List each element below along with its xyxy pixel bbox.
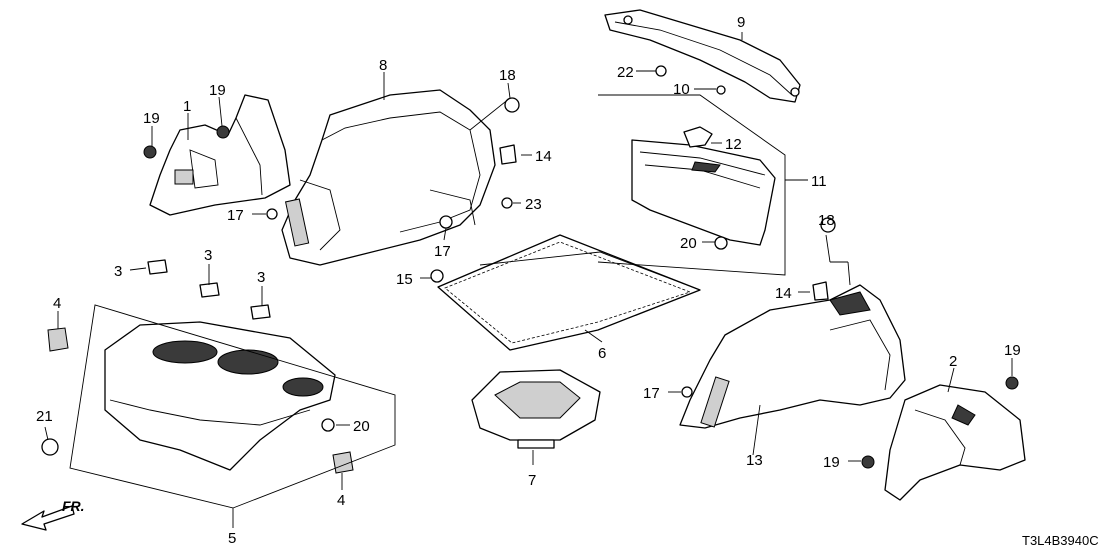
callout-19: 19 bbox=[209, 82, 226, 99]
leader-lines bbox=[44, 32, 1013, 528]
callout-19: 19 bbox=[1004, 342, 1021, 359]
callout-17: 17 bbox=[227, 207, 244, 224]
diagram-code: T3L4B3940C bbox=[1022, 533, 1099, 548]
callout-17: 17 bbox=[434, 243, 451, 260]
callout-8: 8 bbox=[379, 57, 387, 74]
part-2-lining bbox=[884, 384, 1026, 501]
callout-13: 13 bbox=[746, 452, 763, 469]
callout-14: 14 bbox=[535, 148, 552, 165]
part-1-lining bbox=[149, 94, 291, 216]
callout-18: 18 bbox=[499, 67, 516, 84]
front-indicator-label: FR. bbox=[62, 498, 85, 514]
part-7-tray bbox=[471, 369, 601, 449]
callout-20: 20 bbox=[353, 418, 370, 435]
callout-22: 22 bbox=[617, 64, 634, 81]
callout-3: 3 bbox=[257, 269, 265, 286]
callout-19: 19 bbox=[823, 454, 840, 471]
callout-7: 7 bbox=[528, 472, 536, 489]
callout-20: 20 bbox=[680, 235, 697, 252]
callout-2: 2 bbox=[949, 353, 957, 370]
part-8-lining bbox=[281, 89, 496, 266]
callout-9: 9 bbox=[737, 14, 745, 31]
callout-4: 4 bbox=[337, 492, 345, 509]
callout-21: 21 bbox=[36, 408, 53, 425]
callout-12: 12 bbox=[725, 136, 742, 153]
callout-5: 5 bbox=[228, 530, 236, 547]
part-5-rear-shelf bbox=[104, 321, 336, 471]
part-6-floor-mat bbox=[437, 234, 701, 351]
callout-10: 10 bbox=[673, 81, 690, 98]
part-12-clip bbox=[683, 126, 713, 148]
callout-17: 17 bbox=[643, 385, 660, 402]
callout-3: 3 bbox=[204, 247, 212, 264]
callout-11: 11 bbox=[811, 173, 827, 190]
front-arrow-icon bbox=[21, 505, 75, 531]
callout-19: 19 bbox=[143, 110, 160, 127]
callout-1: 1 bbox=[183, 98, 191, 115]
callout-3: 3 bbox=[114, 263, 122, 280]
part-11-lining bbox=[631, 139, 776, 246]
part-13-lining bbox=[679, 284, 906, 429]
callout-6: 6 bbox=[598, 345, 606, 362]
callout-14: 14 bbox=[775, 285, 792, 302]
clips-and-fasteners bbox=[41, 65, 1019, 474]
callout-23: 23 bbox=[525, 196, 542, 213]
callout-18: 18 bbox=[818, 212, 835, 229]
callout-15: 15 bbox=[396, 271, 413, 288]
callout-4: 4 bbox=[53, 295, 61, 312]
part-9-trim bbox=[604, 9, 801, 103]
